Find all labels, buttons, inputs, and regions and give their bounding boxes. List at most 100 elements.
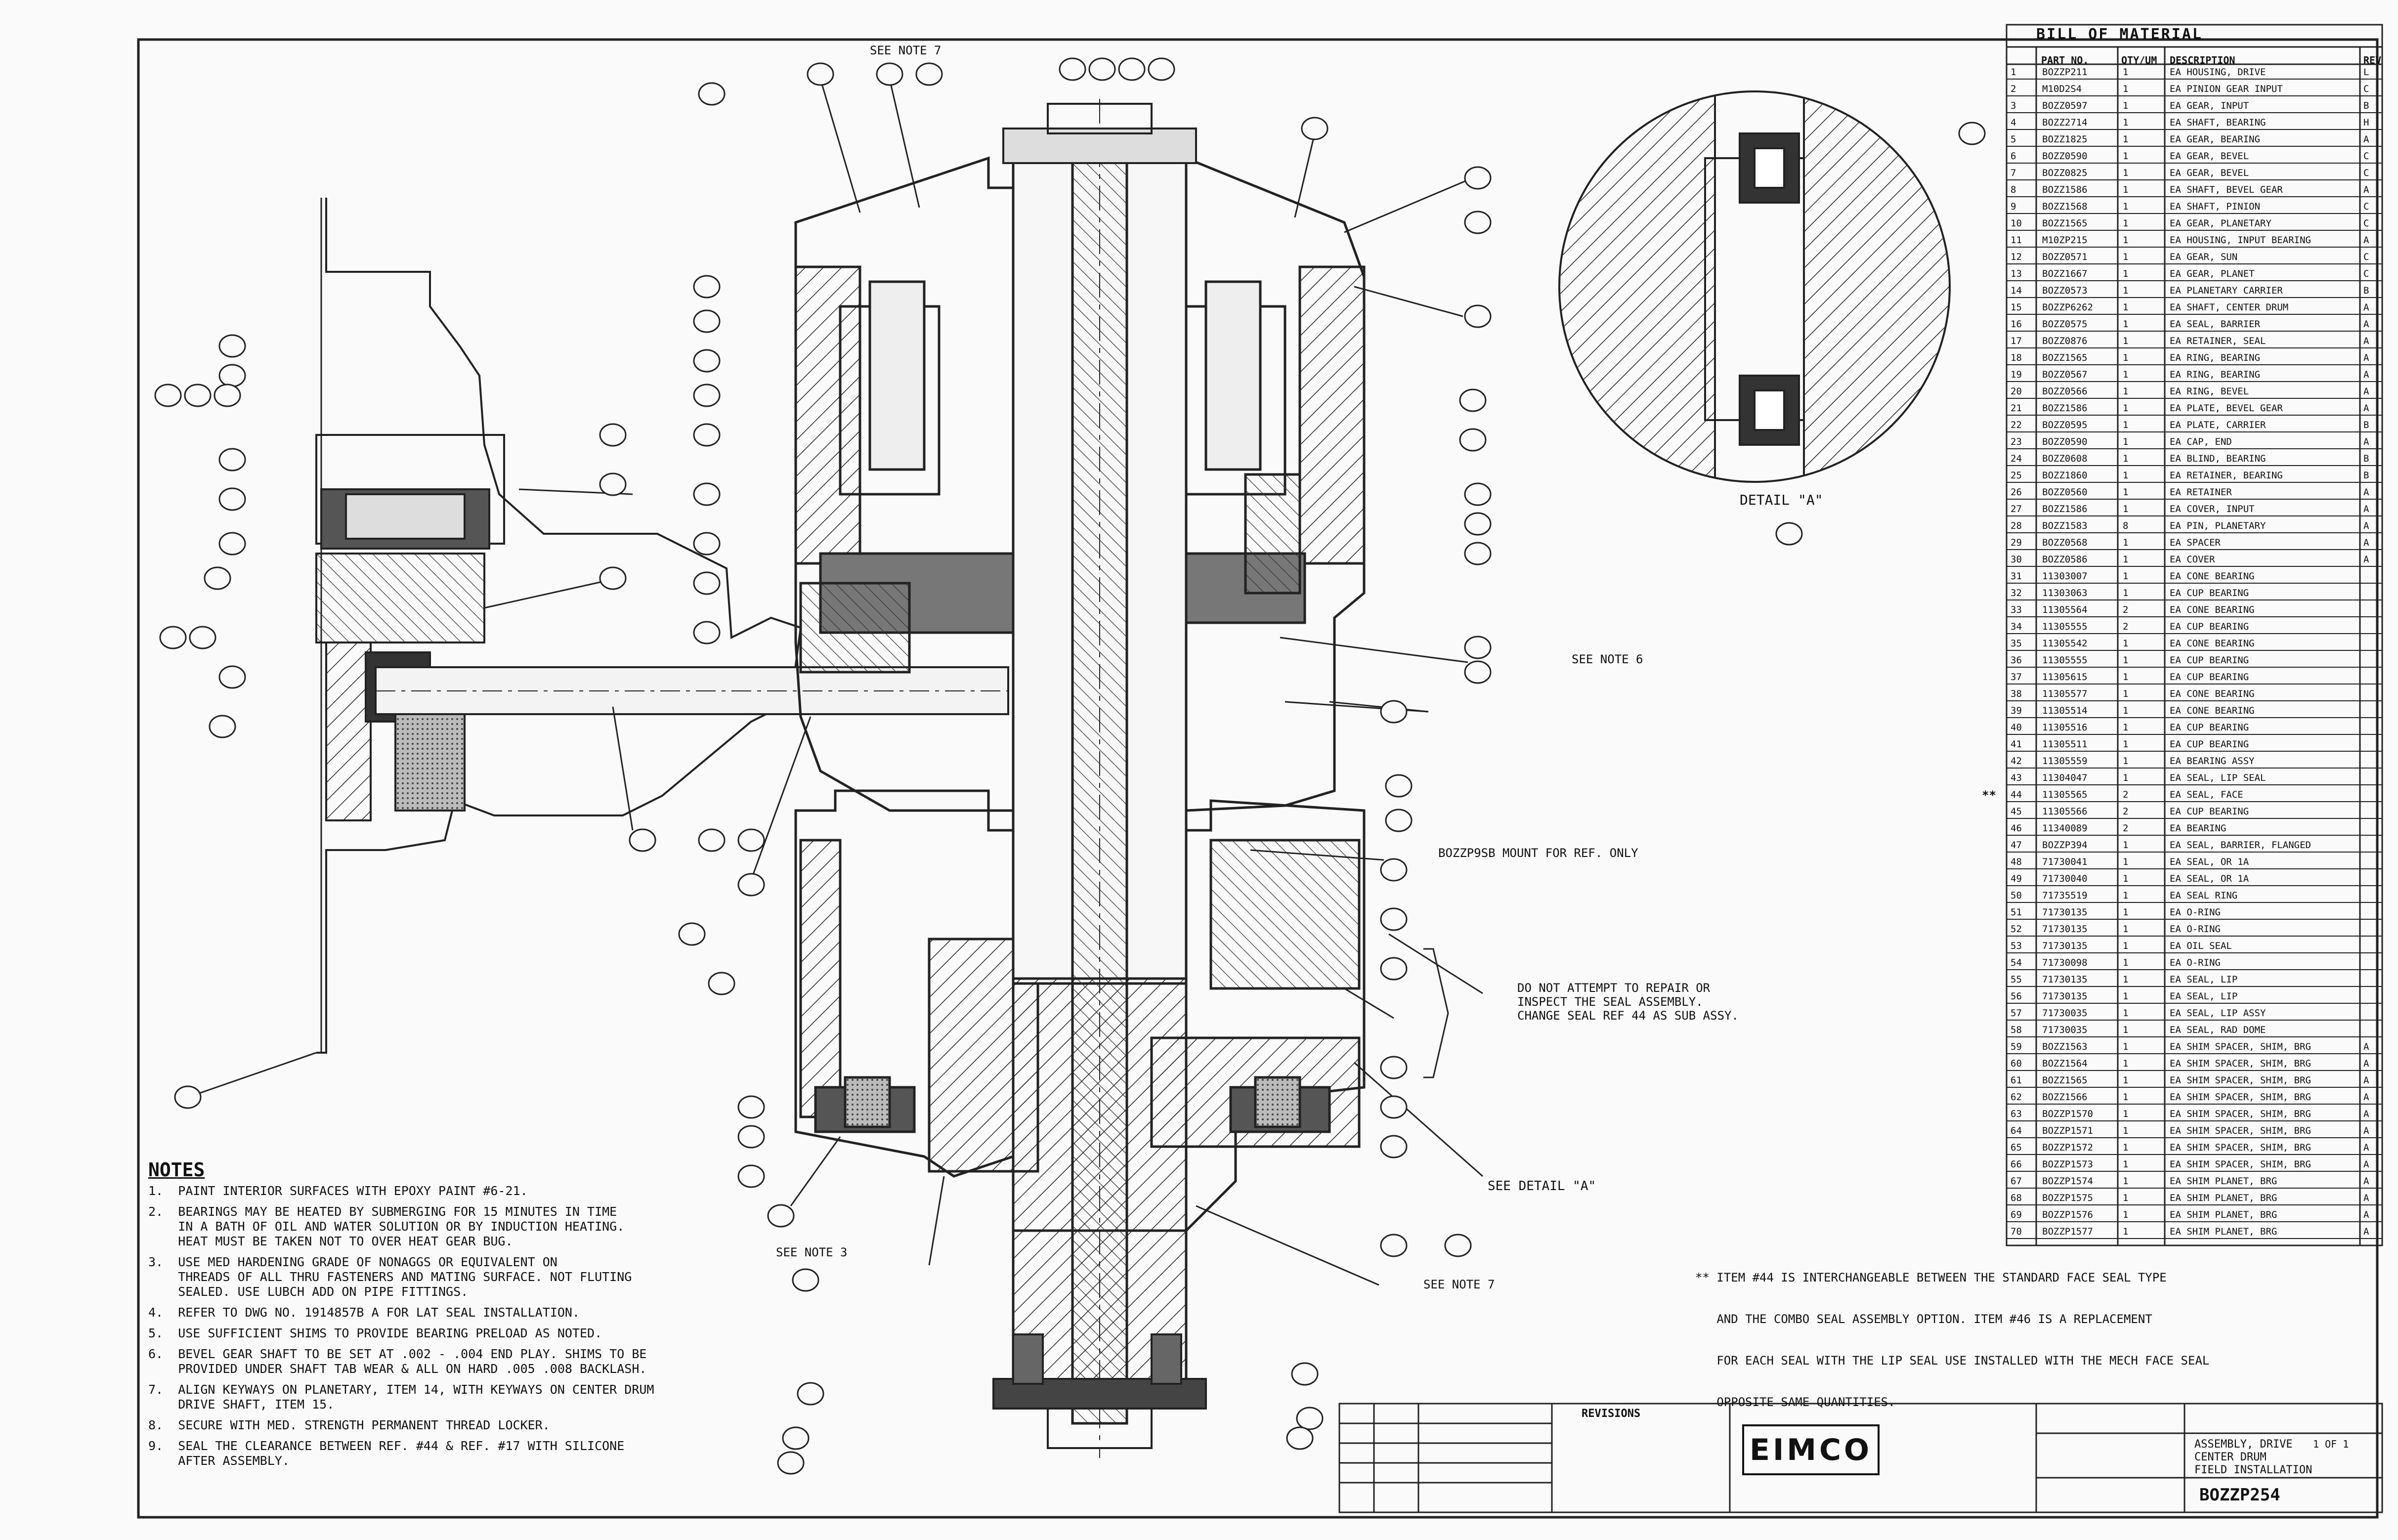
bom-revision: A — [2363, 1193, 2369, 1203]
bom-description: EA GEAR, BEVEL — [2170, 151, 2249, 162]
warning-text: DO NOT ATTEMPT TO REPAIR OR INSPECT THE … — [1517, 981, 1739, 1023]
see-note-7-top: SEE NOTE 7 — [870, 43, 942, 57]
bom-revision: A — [2363, 369, 2369, 380]
revisions-header: REVISIONS — [1582, 1408, 1641, 1420]
bom-quantity: 1 — [2123, 487, 2129, 498]
bom-quantity: 2 — [2123, 806, 2129, 817]
bom-item-number: 19 — [2011, 369, 2022, 380]
bom-item-number: 12 — [2011, 252, 2022, 262]
bom-quantity: 1 — [2123, 655, 2129, 666]
bom-quantity: 1 — [2123, 386, 2129, 397]
bom-quantity: 1 — [2123, 1075, 2129, 1086]
bom-revision: A — [2363, 1209, 2369, 1220]
bom-quantity: 1 — [2123, 739, 2129, 750]
note-item: 2. BEARINGS MAY BE HEATED BY SUBMERGING … — [148, 1204, 625, 1248]
bom-quantity: 1 — [2123, 403, 2129, 414]
bom-part-number: M10D2S4 — [2042, 84, 2082, 94]
bom-part-number: 11305516 — [2042, 722, 2088, 733]
bottom-end-cap — [992, 1333, 1207, 1449]
bom-revision: B — [2363, 285, 2369, 296]
bom-column-header: DESCRIPTION — [2170, 54, 2235, 66]
bom-item-number: 23 — [2011, 436, 2022, 447]
bom-revision: C — [2363, 218, 2369, 229]
bom-description: EA COVER — [2170, 554, 2215, 565]
bom-part-number: 11305559 — [2042, 756, 2088, 767]
bom-item-number: 2 — [2011, 84, 2016, 94]
bom-part-number: BOZZ0590 — [2042, 151, 2088, 162]
bom-part-number: 11305615 — [2042, 672, 2088, 683]
drawing-description: ASSEMBLY, DRIVE CENTER DRUM FIELD INSTAL… — [2194, 1438, 2312, 1477]
bom-part-number: BOZZ1667 — [2042, 268, 2088, 279]
bom-quantity: 1 — [2123, 554, 2129, 565]
bom-quantity: 1 — [2123, 268, 2129, 279]
bom-revision: A — [2363, 487, 2369, 498]
interchange-line: ** ITEM #44 IS INTERCHANGEABLE BETWEEN T… — [1695, 1271, 2167, 1284]
bom-item-number: 42 — [2011, 756, 2022, 767]
notes-title: NOTES — [148, 1159, 205, 1181]
bom-part-number: BOZZ2714 — [2042, 117, 2088, 128]
bom-description: EA SHIM PLANET, BRG — [2170, 1209, 2277, 1220]
bom-item-number: 41 — [2011, 739, 2022, 750]
bom-item-number: 46 — [2011, 823, 2022, 834]
bom-item-number: 9 — [2011, 201, 2016, 212]
bom-revision: A — [2363, 319, 2369, 330]
bom-revision: C — [2363, 252, 2369, 262]
note-item: 6. BEVEL GEAR SHAFT TO BE SET AT .002 - … — [148, 1347, 647, 1376]
bom-description: EA SHIM SPACER, SHIM, BRG — [2170, 1125, 2311, 1136]
bom-description: EA CUP BEARING — [2170, 739, 2249, 750]
bom-part-number: BOZZ0560 — [2042, 487, 2088, 498]
bom-revision: A — [2363, 386, 2369, 397]
bom-quantity: 1 — [2123, 722, 2129, 733]
bom-item-number: 57 — [2011, 1008, 2022, 1019]
bom-quantity: 1 — [2123, 1058, 2129, 1069]
bom-item-number: 30 — [2011, 554, 2022, 565]
bom-quantity: 1 — [2123, 420, 2129, 430]
bom-description: EA RING, BEARING — [2170, 369, 2261, 380]
drawing-number: BOZZP254 — [2199, 1485, 2280, 1505]
bom-quantity: 1 — [2123, 756, 2129, 767]
bom-item-number: 48 — [2011, 856, 2022, 867]
bom-revision: C — [2363, 201, 2369, 212]
bom-description: EA CUP BEARING — [2170, 806, 2249, 817]
bom-description: EA CUP BEARING — [2170, 588, 2249, 599]
bom-revision: B — [2363, 420, 2369, 430]
bom-description: EA SHAFT, CENTER DRUM — [2170, 302, 2289, 313]
bom-part-number: 71730035 — [2042, 1025, 2088, 1035]
bom-description: EA SEAL, LIP SEAL — [2170, 772, 2266, 783]
bom-quantity: 1 — [2123, 134, 2129, 145]
bom-quantity: 1 — [2123, 504, 2129, 514]
center-shaft — [1012, 99, 1188, 1458]
bom-part-number: BOZZP1575 — [2042, 1193, 2093, 1203]
top-cap — [1002, 103, 1197, 164]
bom-part-number: 11305577 — [2042, 688, 2088, 699]
bom-quantity: 1 — [2123, 957, 2129, 968]
bom-revision: A — [2363, 504, 2369, 514]
bom-description: EA O-RING — [2170, 924, 2221, 935]
bom-item-number: 25 — [2011, 470, 2022, 481]
bom-quantity: 1 — [2123, 1109, 2129, 1119]
bom-description: EA RETAINER, SEAL — [2170, 336, 2266, 346]
bom-quantity: 1 — [2123, 84, 2129, 94]
warning-line: CHANGE SEAL REF 44 AS SUB ASSY. — [1517, 1009, 1739, 1023]
bom-description: EA CUP BEARING — [2170, 621, 2249, 632]
bom-item-number: 35 — [2011, 638, 2022, 649]
